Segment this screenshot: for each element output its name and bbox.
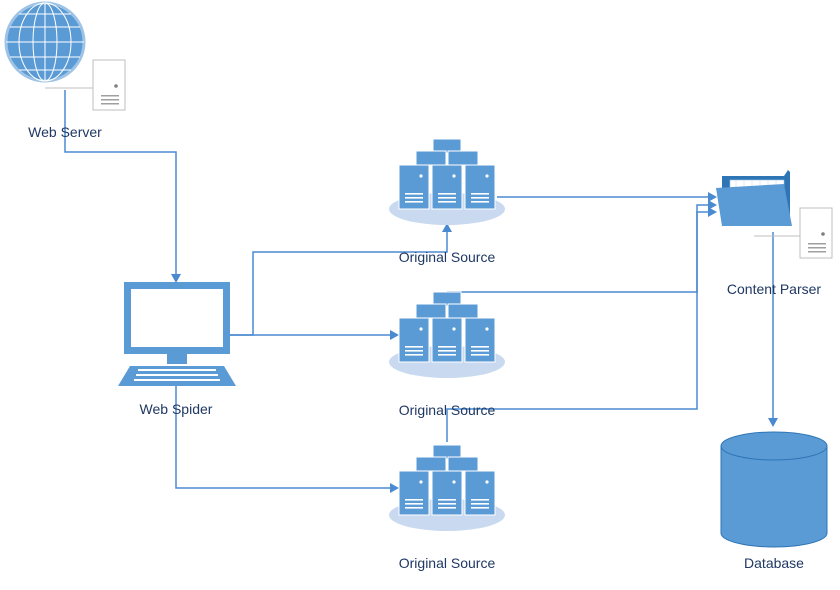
arrowhead (442, 223, 452, 232)
web-spider-label: Web Spider (140, 401, 213, 417)
edge-webserver-spider (64, 90, 177, 274)
folder-server-icon (716, 170, 833, 259)
server-cluster-icon (389, 292, 505, 378)
source-bottom-label: Original Source (399, 555, 496, 571)
node-source-middle[interactable]: Original Source (389, 292, 505, 418)
server-cluster-icon (389, 139, 505, 225)
node-content-parser[interactable]: Content Parser (716, 170, 833, 297)
node-web-server[interactable]: Web Server (4, 1, 126, 140)
server-cluster-icon (389, 445, 505, 531)
laptop-icon (118, 282, 236, 386)
node-database[interactable]: Database (720, 431, 828, 571)
content-parser-label: Content Parser (727, 281, 821, 297)
source-middle-label: Original Source (399, 402, 496, 418)
database-cylinder-icon (720, 431, 828, 548)
globe-server-icon (4, 1, 126, 111)
connectors (64, 90, 778, 493)
arrowhead (768, 418, 778, 427)
arrowhead (708, 207, 717, 217)
node-source-top[interactable]: Original Source (389, 139, 505, 265)
arrowhead (708, 192, 717, 202)
database-label: Database (744, 555, 804, 571)
arrowhead (171, 274, 181, 283)
edge-spider-source-bottom (175, 385, 390, 489)
web-server-label: Web Server (28, 124, 102, 140)
arrowhead (390, 483, 399, 493)
edge-source-bottom-parser (446, 211, 708, 442)
node-web-spider[interactable]: Web Spider (118, 282, 236, 417)
arrowhead (390, 330, 399, 340)
source-top-label: Original Source (399, 249, 496, 265)
arrowhead (708, 200, 717, 210)
node-source-bottom[interactable]: Original Source (389, 445, 505, 571)
